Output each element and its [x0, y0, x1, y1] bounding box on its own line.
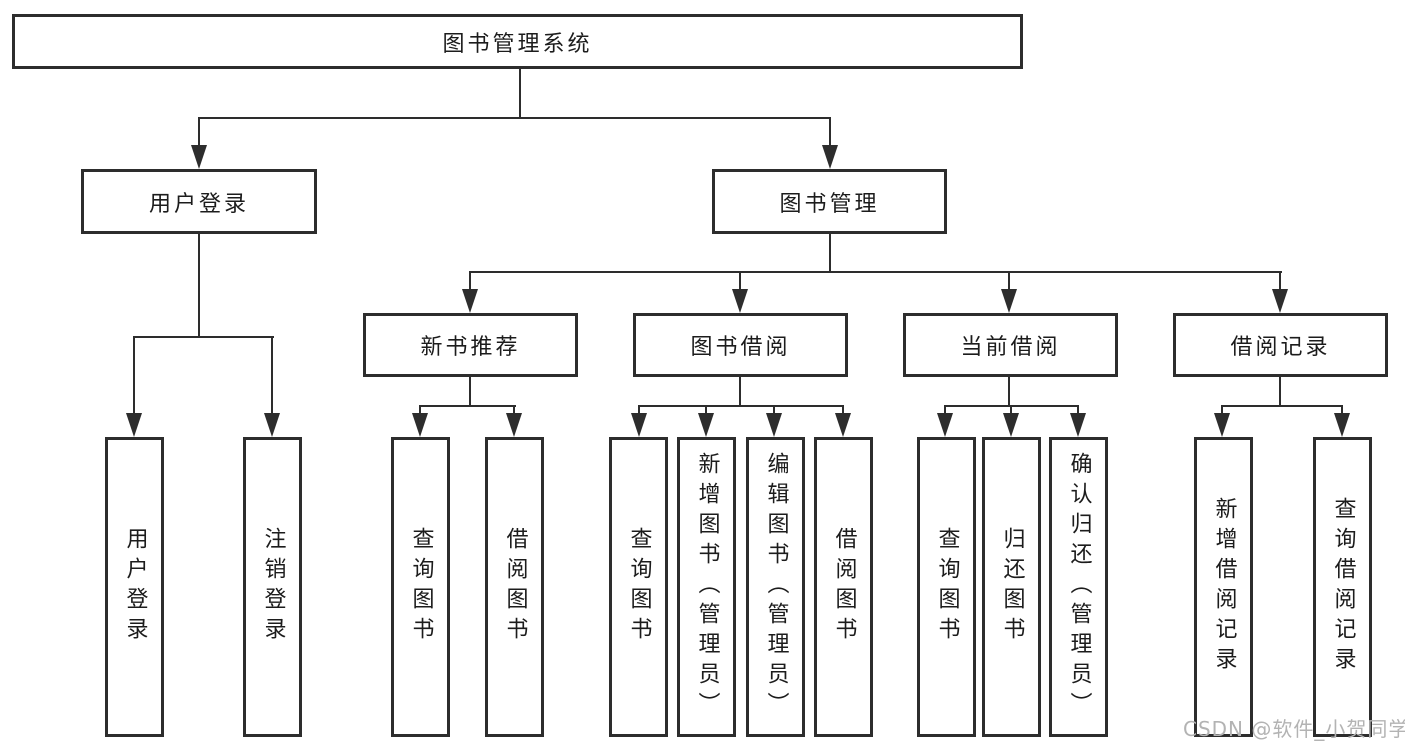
connector-line	[419, 405, 516, 407]
arrow-down-icon	[412, 413, 428, 437]
connector-line	[469, 271, 471, 291]
node-label: 用户登录	[148, 191, 249, 217]
connector-line	[842, 405, 844, 417]
arrow-down-icon	[1272, 289, 1288, 313]
node-edit-books-admin: 编辑图书（管理员）	[746, 437, 805, 737]
arrow-down-icon	[732, 289, 748, 313]
connector-line	[1008, 377, 1010, 407]
node-label: 图书管理系统	[442, 31, 593, 57]
connector-line	[198, 117, 200, 150]
node-book-management: 图书管理	[712, 169, 947, 234]
node-query-borrow-record: 查询借阅记录	[1313, 437, 1372, 737]
arrow-down-icon	[1214, 413, 1230, 437]
arrow-down-icon	[462, 289, 478, 313]
arrow-down-icon	[1003, 413, 1019, 437]
connector-line	[133, 336, 135, 416]
node-label: 新增图书（管理员）	[694, 452, 720, 722]
node-label: 借阅图书	[831, 527, 857, 647]
arrow-down-icon	[1001, 289, 1017, 313]
node-label: 编辑图书（管理员）	[763, 452, 789, 722]
node-label: 注销登录	[260, 527, 286, 647]
node-label: 新增借阅记录	[1211, 497, 1237, 677]
connector-line	[513, 405, 515, 417]
node-label: 确认归还（管理员）	[1066, 452, 1092, 722]
connector-line	[469, 271, 1282, 273]
arrow-down-icon	[264, 413, 280, 437]
node-label: 归还图书	[999, 527, 1025, 647]
connector-line	[705, 405, 707, 417]
node-book-borrowing: 图书借阅	[633, 313, 848, 377]
node-borrow-books: 借阅图书	[485, 437, 544, 737]
connector-line	[739, 271, 741, 291]
node-label: 图书借阅	[690, 335, 791, 360]
csdn-watermark: CSDN @软件_小贺同学	[1183, 717, 1405, 741]
node-query-books: 查询图书	[609, 437, 668, 737]
connector-line	[469, 377, 471, 407]
arrow-down-icon	[1334, 413, 1350, 437]
node-query-books: 查询图书	[391, 437, 450, 737]
connector-line	[1341, 405, 1343, 417]
connector-line	[638, 405, 844, 407]
node-user-login-leaf: 用户登录	[105, 437, 164, 737]
connector-line	[198, 234, 200, 338]
arrow-down-icon	[766, 413, 782, 437]
node-add-borrow-record: 新增借阅记录	[1194, 437, 1253, 737]
node-borrow-books: 借阅图书	[814, 437, 873, 737]
node-label: 图书管理	[779, 191, 880, 217]
node-add-books-admin: 新增图书（管理员）	[677, 437, 736, 737]
connector-line	[1008, 271, 1010, 291]
connector-line	[519, 69, 521, 118]
node-current-borrowing: 当前借阅	[903, 313, 1118, 377]
connector-line	[1221, 405, 1223, 417]
node-new-book-recommend: 新书推荐	[363, 313, 578, 377]
node-return-books: 归还图书	[982, 437, 1041, 737]
connector-line	[419, 405, 421, 417]
connector-line	[829, 234, 831, 273]
connector-line	[638, 405, 640, 417]
arrow-down-icon	[506, 413, 522, 437]
connector-line	[133, 336, 274, 338]
connector-line	[944, 405, 946, 417]
connector-line	[271, 336, 273, 416]
node-label: 当前借阅	[960, 335, 1061, 360]
connector-line	[1279, 377, 1281, 407]
arrow-down-icon	[937, 413, 953, 437]
node-system-root: 图书管理系统	[12, 14, 1023, 69]
arrow-down-icon	[698, 413, 714, 437]
arrow-down-icon	[1070, 413, 1086, 437]
connector-line	[773, 405, 775, 417]
connector-line	[1010, 405, 1012, 417]
node-label: 借阅图书	[502, 527, 528, 647]
arrow-down-icon	[822, 145, 838, 169]
node-label: 查询图书	[626, 527, 652, 647]
connector-line	[1077, 405, 1079, 417]
node-logout-leaf: 注销登录	[243, 437, 302, 737]
connector-line	[1221, 405, 1343, 407]
node-label: 查询图书	[408, 527, 434, 647]
arrow-down-icon	[126, 413, 142, 437]
node-user-login: 用户登录	[81, 169, 317, 234]
connector-line	[198, 117, 831, 119]
connector-line	[829, 117, 831, 150]
node-confirm-return-admin: 确认归还（管理员）	[1049, 437, 1108, 737]
node-borrowing-records: 借阅记录	[1173, 313, 1388, 377]
node-label: 查询借阅记录	[1330, 497, 1356, 677]
connector-line	[739, 377, 741, 407]
node-label: 查询图书	[934, 527, 960, 647]
arrow-down-icon	[835, 413, 851, 437]
node-label: 新书推荐	[420, 335, 521, 360]
node-label: 用户登录	[122, 527, 148, 647]
arrow-down-icon	[191, 145, 207, 169]
connector-line	[1279, 271, 1281, 291]
node-query-books: 查询图书	[917, 437, 976, 737]
node-label: 借阅记录	[1230, 335, 1331, 360]
arrow-down-icon	[631, 413, 647, 437]
